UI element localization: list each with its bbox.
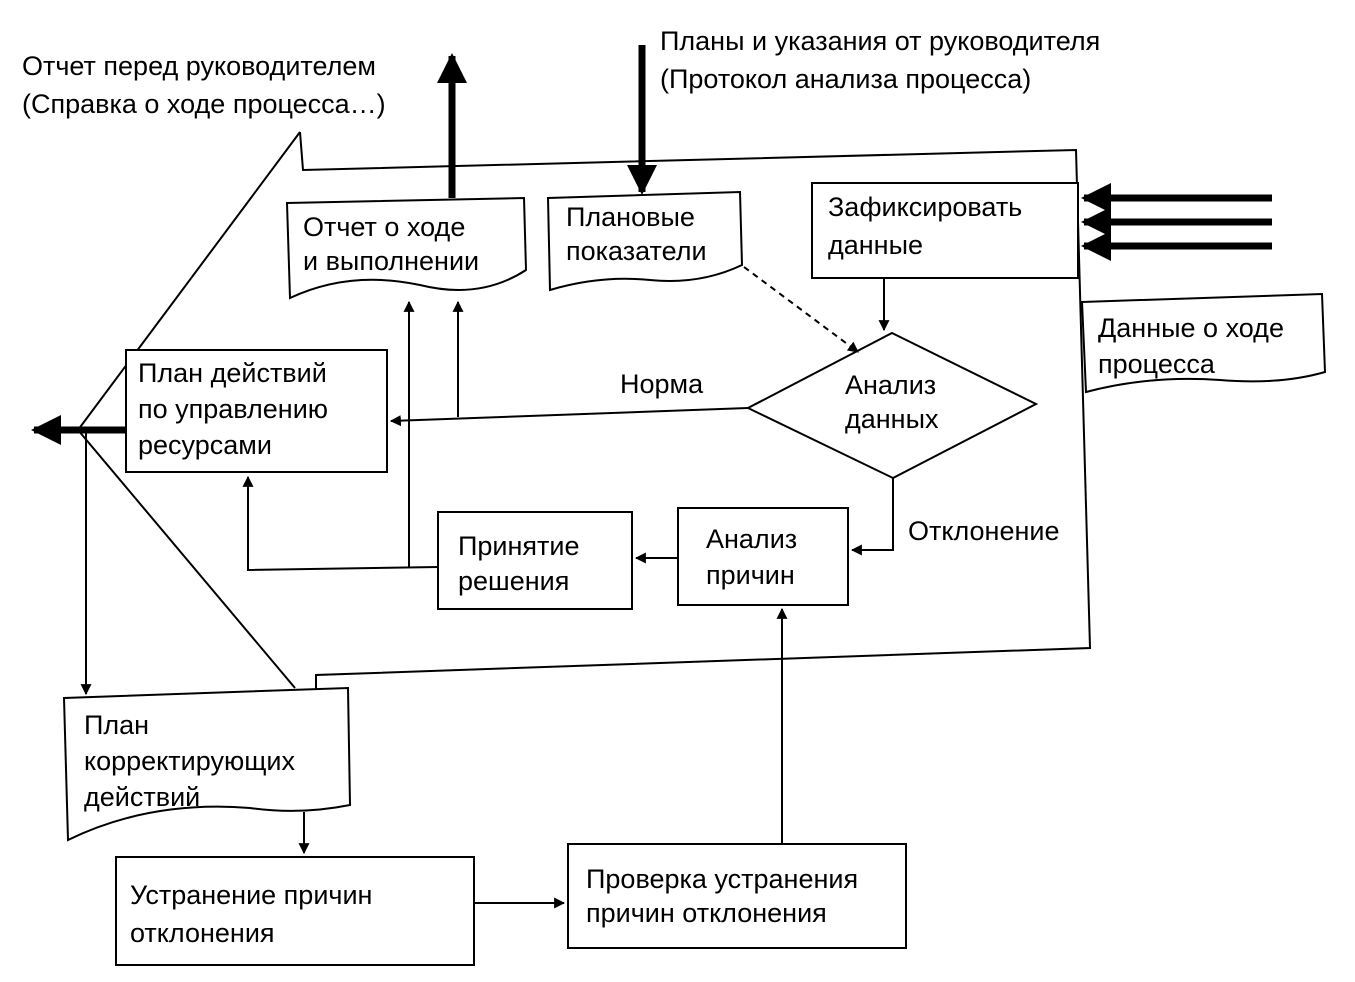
resource-plan-line2: по управлению [138,394,328,424]
corrective-plan-line2: корректирующих [84,746,296,776]
planned-to-analysis-dashed-arrow [743,266,859,353]
corrective-plan-line3: действий [84,782,200,812]
report-document-line1: Отчет о ходе [303,212,465,242]
resource-plan-box: План действий по управлению ресурсами [125,349,388,473]
process-data-line2: процесса [1098,349,1216,379]
planned-indicators-line1: Плановые [566,202,695,232]
external-report-line1: Отчет перед руководителем [22,51,376,81]
elimination-line2: отклонения [130,918,275,948]
process-boundary [77,131,1092,690]
external-report-line2: (Справка о ходе процесса…) [22,89,386,119]
process-data-document: Данные о ходе процесса [1080,292,1327,394]
cause-analysis-line2: причин [706,560,795,590]
record-data-line1: Зафиксировать [828,192,1022,222]
decision-line2: решения [458,566,569,596]
external-plans-label: Планы и указания от руководителя (Проток… [660,26,1100,94]
corrective-plan-line1: План [84,710,149,740]
deviation-to-cause-arrow [850,478,894,556]
decision-line1: Принятие [458,531,580,561]
planned-indicators-line2: показатели [566,236,707,266]
resource-plan-line3: ресурсами [138,430,272,460]
record-data-box: Зафиксировать данные [811,182,1079,279]
decision-box: Принятие решения [437,511,633,610]
process-data-line1: Данные о ходе [1098,313,1284,343]
data-analysis-line1: Анализ [845,370,936,400]
corrective-plan-document: План корректирующих действий [62,686,352,842]
external-report-label: Отчет перед руководителем (Справка о ход… [22,51,386,119]
record-data-line2: данные [828,230,923,260]
data-analysis-line2: данных [845,404,939,434]
report-document-line2: и выполнении [303,246,479,276]
norm-to-resource-plan-arrow [389,407,749,427]
cause-analysis-line1: Анализ [706,524,797,554]
cause-analysis-box: Анализ причин [677,507,849,606]
verification-line2: причин отклонения [586,898,827,928]
decision-to-resource-plan-arrow [242,475,439,572]
elimination-line1: Устранение причин [130,880,372,910]
deviation-label: Отклонение [908,516,1060,546]
resource-plan-line1: План действий [138,358,327,388]
verification-line1: Проверка устранения [586,864,858,894]
elimination-box: Устранение причин отклонения [115,856,475,966]
external-plans-line1: Планы и указания от руководителя [660,26,1100,56]
data-analysis-diamond: Анализ данных [745,331,1039,480]
report-document: Отчет о ходе и выполнении [285,196,528,300]
norm-label: Норма [620,369,704,399]
planned-indicators-document: Плановые показатели [546,190,744,292]
external-plans-line2: (Протокол анализа процесса) [660,64,1031,94]
verification-box: Проверка устранения причин отклонения [567,843,907,949]
